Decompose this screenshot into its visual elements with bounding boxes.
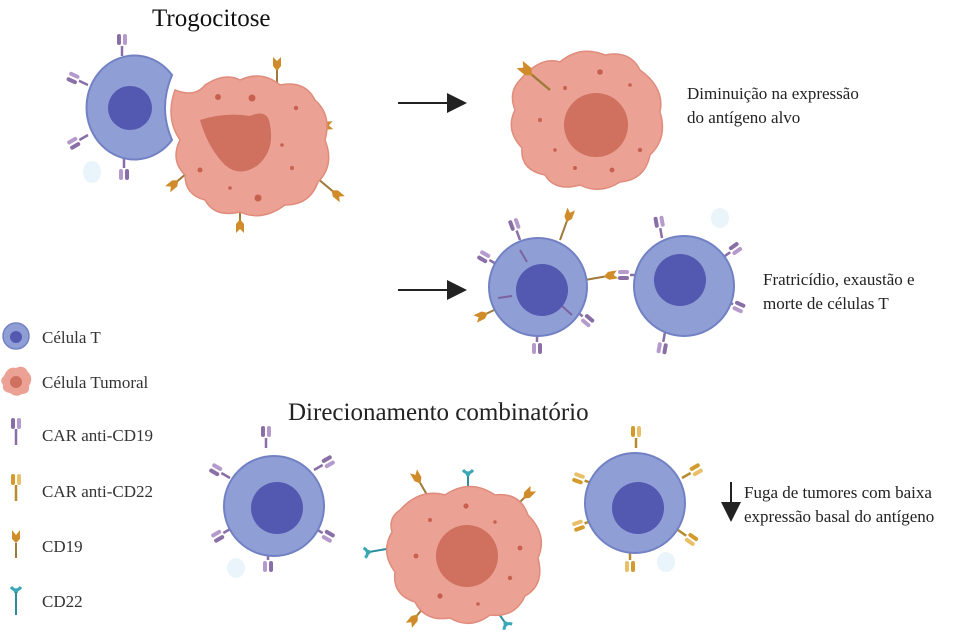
- legend-car-cd22-icon: [11, 474, 21, 501]
- legend-t-cell-label: Célula T: [42, 328, 101, 347]
- vesicle: [83, 161, 101, 183]
- legend-car-cd19-label: CAR anti-CD19: [42, 426, 153, 445]
- legend-cd19-label: CD19: [42, 537, 83, 556]
- legend-t-cell-icon: [2, 322, 30, 350]
- t-cell-fratricide-left: [472, 206, 620, 356]
- t-cell-fratricide-right: [616, 214, 748, 356]
- title-trogocytosis: Trogocitose: [152, 5, 271, 32]
- tumor-cell-trogocytosis: [164, 56, 346, 234]
- desc-antigen-loss-line1: Diminuição na expressão: [687, 84, 859, 103]
- legend-car-cd19-icon: [11, 418, 21, 445]
- desc-fratricide-line2: morte de células T: [763, 294, 889, 313]
- t-cell-car19-combinatorial: [207, 424, 337, 574]
- desc-escape-line2: expressão basal do antígeno: [744, 507, 934, 526]
- legend-cd19-icon: [12, 530, 20, 558]
- t-cell-trogocytosis: [64, 32, 174, 182]
- vesicle: [711, 208, 729, 228]
- title-combinatorial: Direcionamento combinatório: [288, 399, 589, 426]
- vesicle: [657, 552, 675, 572]
- desc-fratricide-line1: Fratricídio, exaustão e: [763, 270, 915, 289]
- tumor-cell-antigen-loss: [510, 50, 664, 191]
- t-cell-car22-combinatorial: [570, 424, 705, 574]
- legend-tumor-cell-icon: [1, 366, 32, 396]
- legend-tumor-cell-label: Célula Tumoral: [42, 373, 149, 392]
- legend: Célula T Célula Tumoral CAR anti-CD19 CA…: [1, 322, 153, 615]
- vesicle: [227, 558, 245, 578]
- desc-antigen-loss-line2: do antígeno alvo: [687, 108, 800, 127]
- legend-cd22-label: CD22: [42, 592, 83, 611]
- tumor-cell-combinatorial: [362, 468, 543, 632]
- legend-car-cd22-label: CAR anti-CD22: [42, 482, 153, 501]
- legend-cd22-icon: [9, 585, 23, 615]
- desc-escape-line1: Fuga de tumores com baixa: [744, 483, 932, 502]
